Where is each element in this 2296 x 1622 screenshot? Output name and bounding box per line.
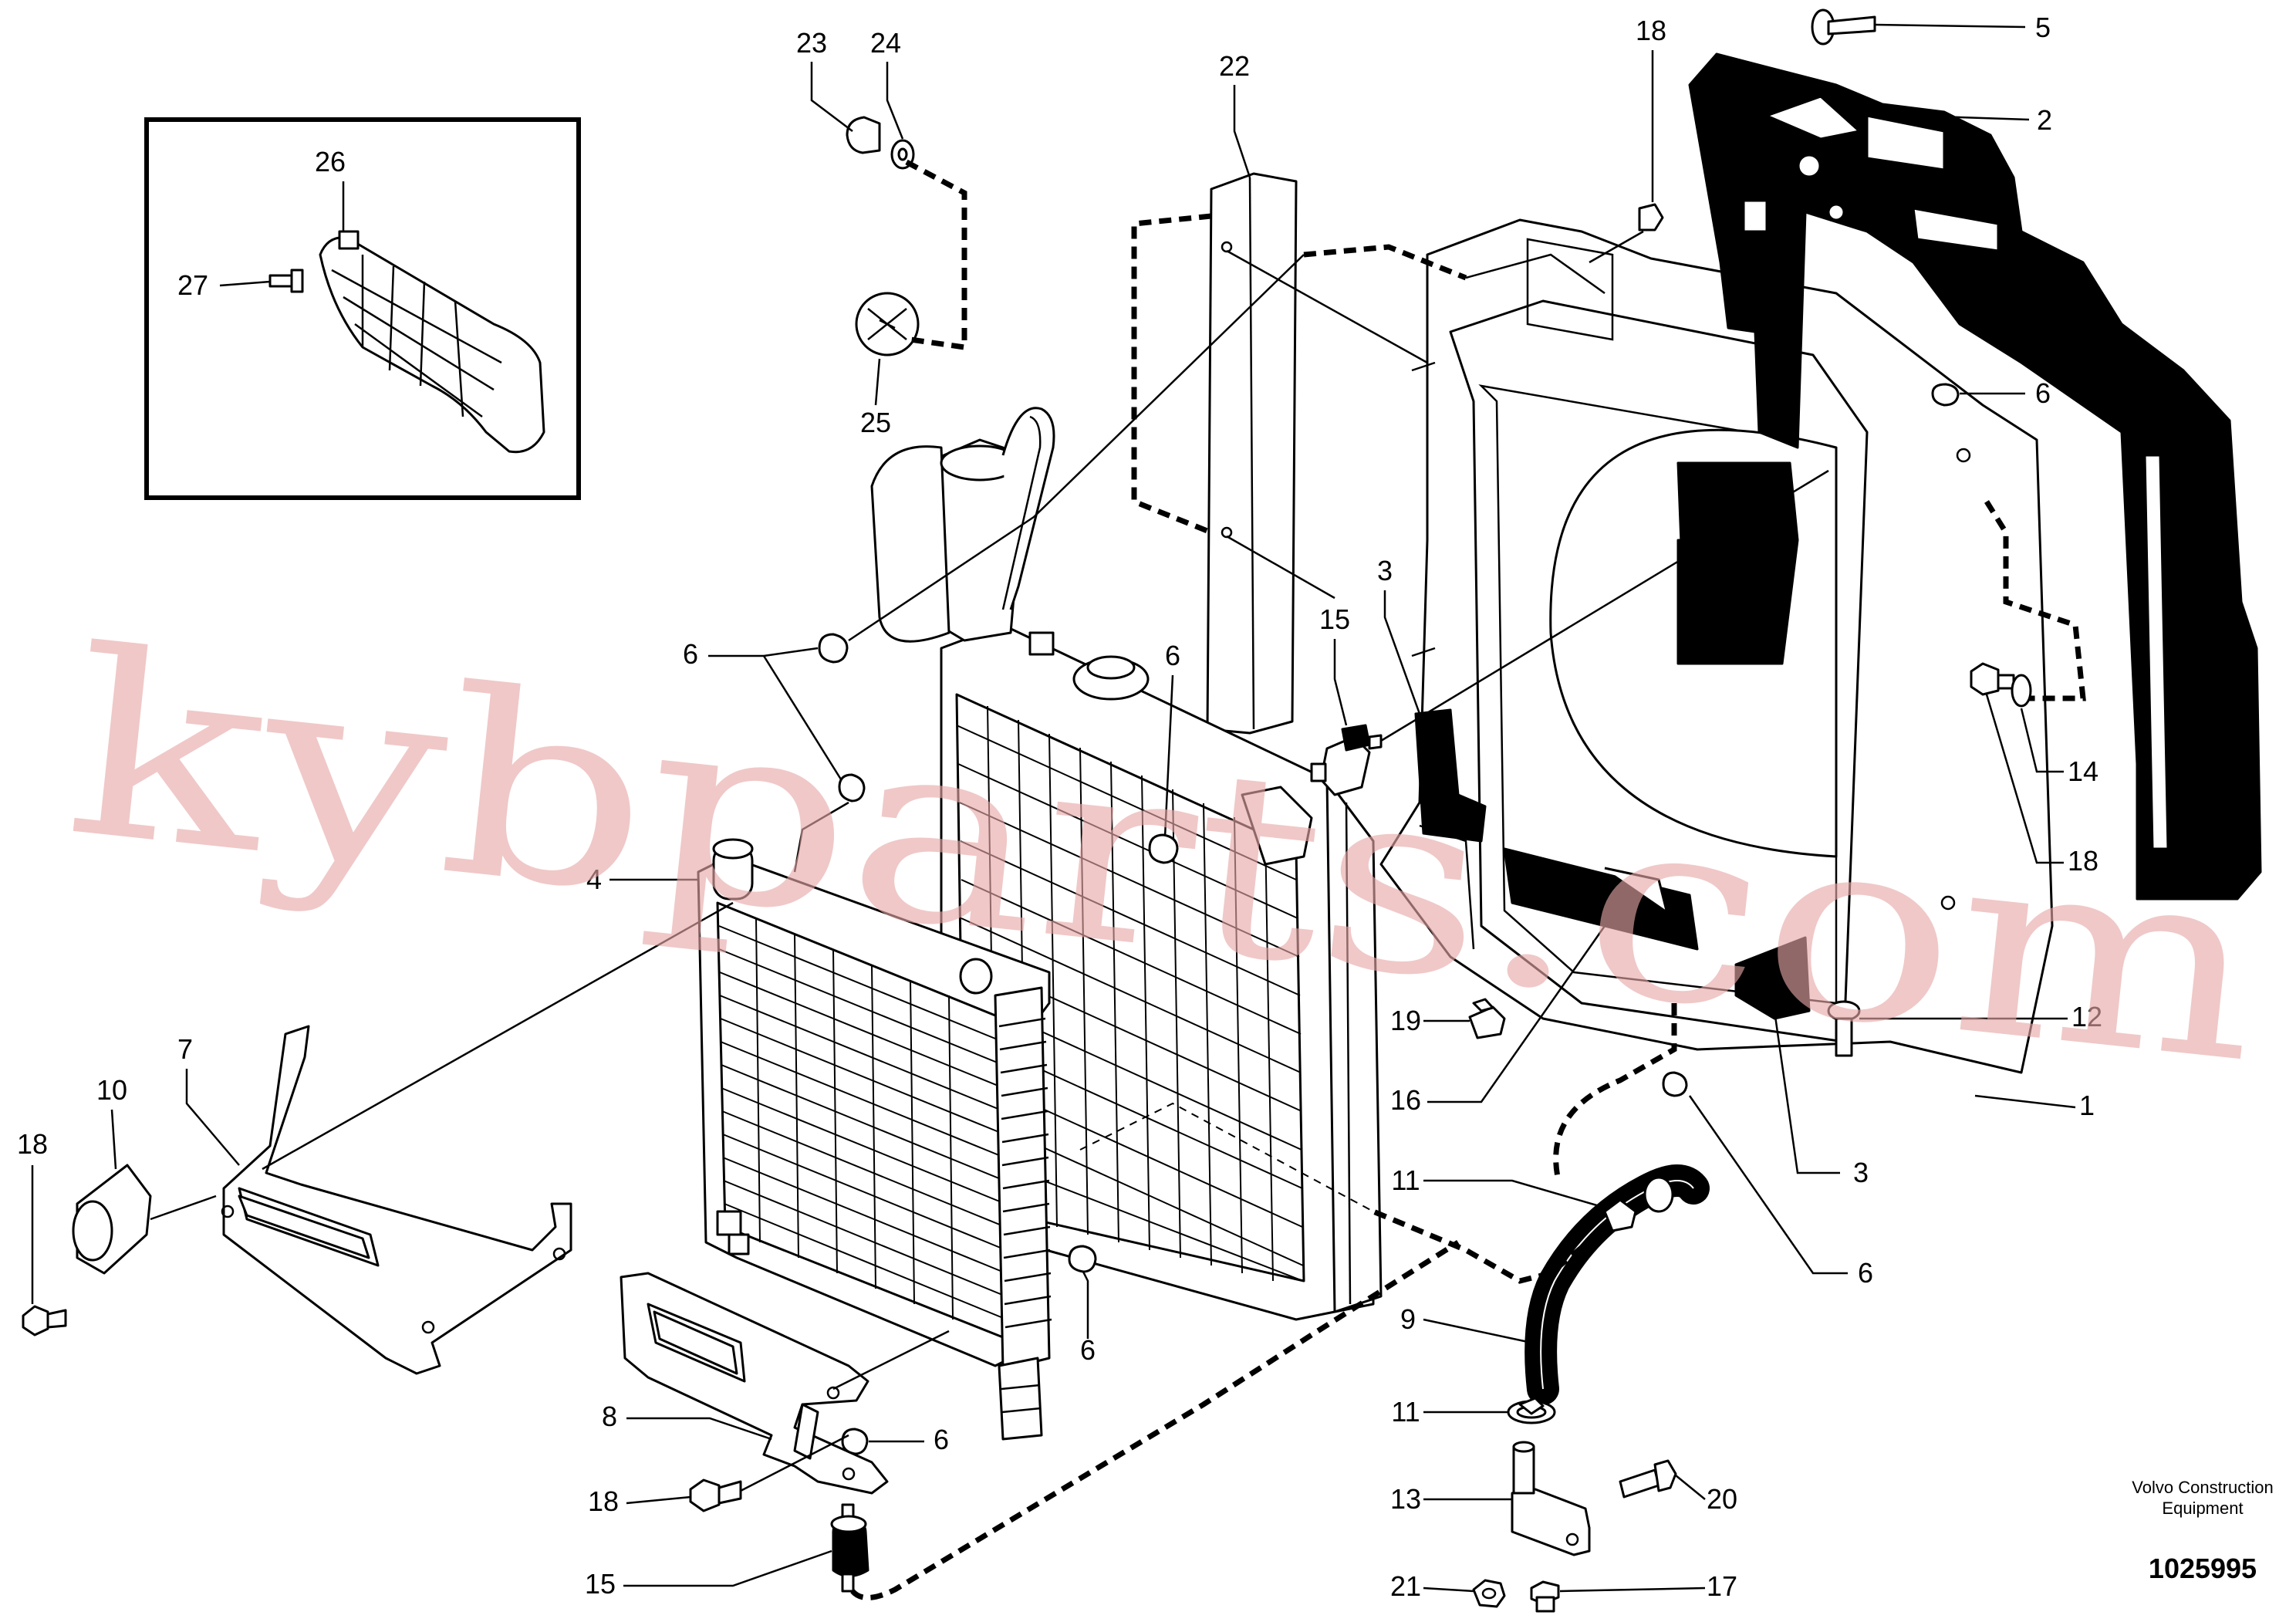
hose-clamp-lower: 11 (1391, 1396, 1556, 1428)
callout-18-top: 18 (1636, 15, 1666, 46)
callout-15-upper: 15 (1319, 603, 1350, 635)
callout-27: 27 (177, 269, 208, 301)
rubber-mount-lower: 15 (585, 1240, 1460, 1600)
callout-6-lower: 6 (934, 1424, 949, 1455)
manufacturer-line-1: Volvo Construction (2132, 1478, 2273, 1497)
frame-fasteners: 18 6 14 18 (1589, 15, 2098, 877)
callout-15-lower: 15 (585, 1568, 616, 1600)
clip-19-part: 19 (1390, 998, 1506, 1039)
manufacturer-line-2: Equipment (2162, 1499, 2243, 1518)
black-frame-part: 2 (1688, 52, 2262, 901)
nut-21-part: 21 (1390, 1570, 1506, 1608)
callout-6-right-top: 6 (2035, 377, 2051, 409)
callout-19: 19 (1390, 1005, 1421, 1036)
nut-6-bottom-right: 6 (1662, 1071, 1873, 1289)
callout-21: 21 (1390, 1570, 1421, 1602)
callout-26: 26 (315, 146, 346, 177)
callout-7: 7 (177, 1033, 193, 1065)
callout-11-upper: 11 (1391, 1164, 1420, 1196)
rubber-mount-upper: 15 (1310, 469, 1829, 796)
callout-3-upper: 3 (1377, 555, 1393, 586)
drawing-number: 1025995 (2149, 1553, 2257, 1584)
callout-12: 12 (2071, 1001, 2102, 1032)
callout-24: 24 (870, 27, 901, 59)
fitting-13-part: 13 (1390, 1441, 1591, 1556)
callout-23: 23 (796, 27, 827, 59)
nut-6-left-pair: 6 (683, 244, 1467, 873)
callout-22: 22 (1219, 50, 1250, 82)
knob-10-part: 10 (72, 1074, 217, 1275)
lower-bracket-part: 8 (602, 1272, 950, 1495)
callout-8: 8 (602, 1401, 617, 1432)
bolt-18-lower-part: 18 (588, 1434, 849, 1517)
callout-9: 9 (1400, 1303, 1416, 1335)
callout-6-left: 6 (683, 638, 698, 670)
callout-6-bottom-right: 6 (1858, 1257, 1873, 1289)
cap-and-washer-group: 23 24 25 (796, 27, 967, 438)
callout-16: 16 (1390, 1084, 1421, 1116)
side-panel-part: 22 (1131, 50, 1428, 735)
coolant-hose-part: 9 11 (1372, 1003, 1710, 1405)
callout-1: 1 (2079, 1090, 2095, 1121)
callout-5: 5 (2035, 12, 2051, 43)
callout-11-lower: 11 (1391, 1396, 1420, 1428)
oil-cooler-part: 4 6 (586, 838, 1097, 1441)
fan-shroud-part: 1 3 3 16 (1377, 218, 2095, 1188)
callout-18-left: 18 (17, 1128, 48, 1160)
callout-25: 25 (860, 407, 891, 438)
bolt-5-part: 5 (1811, 8, 2051, 46)
callout-17: 17 (1707, 1570, 1737, 1602)
inset-detail-box: 26 27 (144, 117, 581, 500)
callout-6-cooler: 6 (1080, 1334, 1096, 1366)
callout-2: 2 (2037, 104, 2052, 136)
callout-13: 13 (1390, 1483, 1421, 1515)
callout-20: 20 (1707, 1483, 1737, 1515)
callout-3-lower: 3 (1853, 1157, 1869, 1188)
callout-6-radiator: 6 (1165, 640, 1180, 671)
callout-4: 4 (586, 863, 602, 895)
bolt-18-left-part: 18 (17, 1128, 67, 1336)
bolt-part (268, 269, 304, 293)
callout-14: 14 (2068, 755, 2098, 787)
bolt-20-part: 20 (1619, 1459, 1737, 1515)
callout-18-lower: 18 (588, 1485, 619, 1517)
callout-18-right: 18 (2068, 845, 2098, 877)
callout-10: 10 (96, 1074, 127, 1106)
nut-6-lower-part: 6 (841, 1424, 949, 1455)
fan-guard-part (319, 230, 545, 454)
plug-17-part: 17 (1530, 1570, 1737, 1613)
left-bracket-part: 7 (177, 901, 734, 1375)
bolt-12-part: 12 (1827, 1000, 2102, 1057)
